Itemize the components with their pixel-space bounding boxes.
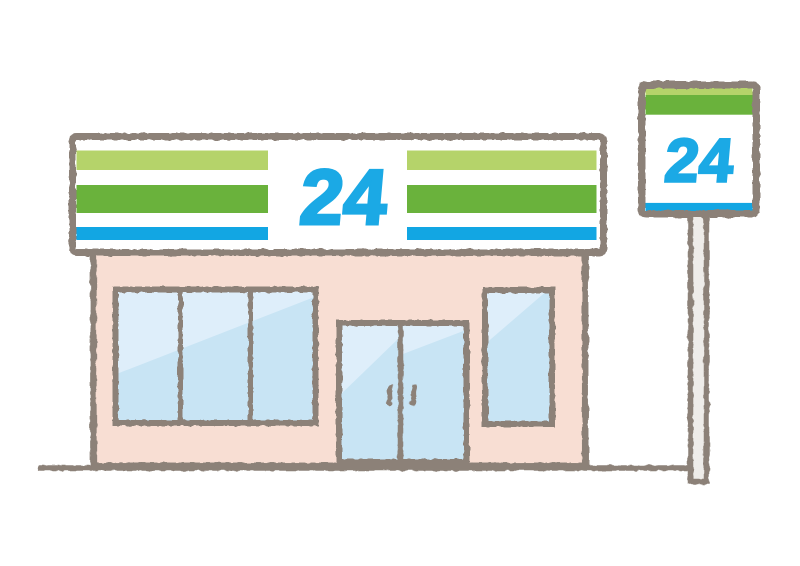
svg-text:24: 24 [297,153,392,241]
svg-text:24: 24 [662,127,736,196]
